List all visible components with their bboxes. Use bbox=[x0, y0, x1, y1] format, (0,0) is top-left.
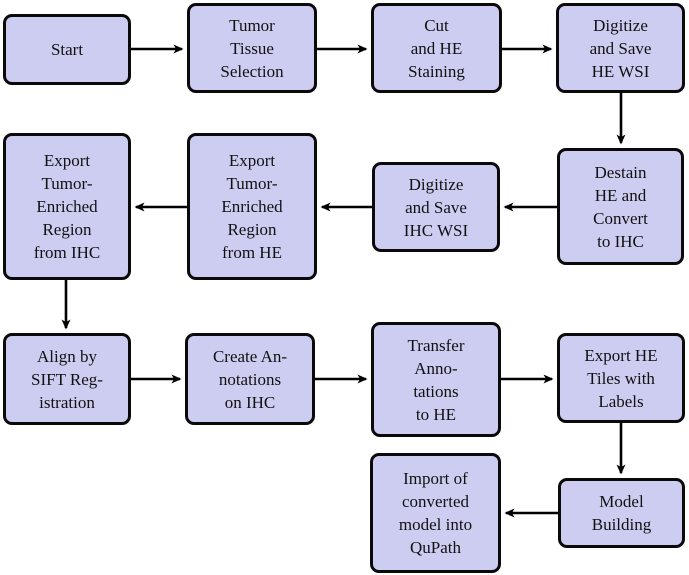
node-export-he-tiles-labels: Export HE Tiles with Labels bbox=[557, 333, 685, 423]
node-tumor-tissue-selection: Tumor Tissue Selection bbox=[187, 3, 317, 93]
node-model-building-label: Model Building bbox=[591, 492, 652, 534]
node-import-model-qupath-label: Import of converted model into QuPath bbox=[398, 469, 473, 557]
node-destain-he-convert-ihc: Destain HE and Convert to IHC bbox=[557, 148, 684, 265]
node-start-label: Start bbox=[50, 40, 84, 59]
node-tumor-tissue-selection-label: Tumor Tissue Selection bbox=[220, 15, 284, 81]
node-export-he-tiles-labels-label: Export HE Tiles with Labels bbox=[584, 345, 658, 411]
node-destain-he-convert-ihc-label: Destain HE and Convert to IHC bbox=[593, 162, 648, 251]
node-export-region-from-he-label: Export Tumor- Enriched Region from HE bbox=[221, 151, 283, 262]
node-align-sift-registration-label: Align by SIFT Reg- istration bbox=[31, 346, 103, 412]
node-create-annotations-ihc-label: Create An- notations on IHC bbox=[212, 346, 288, 412]
node-export-region-from-ihc-label: Export Tumor- Enriched Region from IHC bbox=[33, 151, 101, 262]
node-transfer-annotations-he: Transfer Anno- tations to HE bbox=[371, 322, 501, 437]
node-model-building: Model Building bbox=[558, 478, 685, 548]
node-align-sift-registration: Align by SIFT Reg- istration bbox=[3, 333, 131, 425]
node-digitize-save-he-wsi: Digitize and Save HE WSI bbox=[556, 3, 685, 93]
node-cut-and-he-staining-label: Cut and HE Staining bbox=[408, 15, 465, 81]
node-start: Start bbox=[3, 14, 131, 85]
node-export-region-from-ihc: Export Tumor- Enriched Region from IHC bbox=[3, 133, 131, 280]
node-import-model-qupath: Import of converted model into QuPath bbox=[370, 453, 501, 573]
node-export-region-from-he: Export Tumor- Enriched Region from HE bbox=[187, 133, 317, 280]
node-cut-and-he-staining: Cut and HE Staining bbox=[371, 3, 502, 93]
node-digitize-save-ihc-wsi: Digitize and Save IHC WSI bbox=[372, 162, 500, 252]
node-transfer-annotations-he-label: Transfer Anno- tations to HE bbox=[407, 335, 465, 424]
node-digitize-save-ihc-wsi-label: Digitize and Save IHC WSI bbox=[403, 174, 469, 240]
node-digitize-save-he-wsi-label: Digitize and Save HE WSI bbox=[589, 15, 652, 81]
node-create-annotations-ihc: Create An- notations on IHC bbox=[185, 333, 315, 425]
